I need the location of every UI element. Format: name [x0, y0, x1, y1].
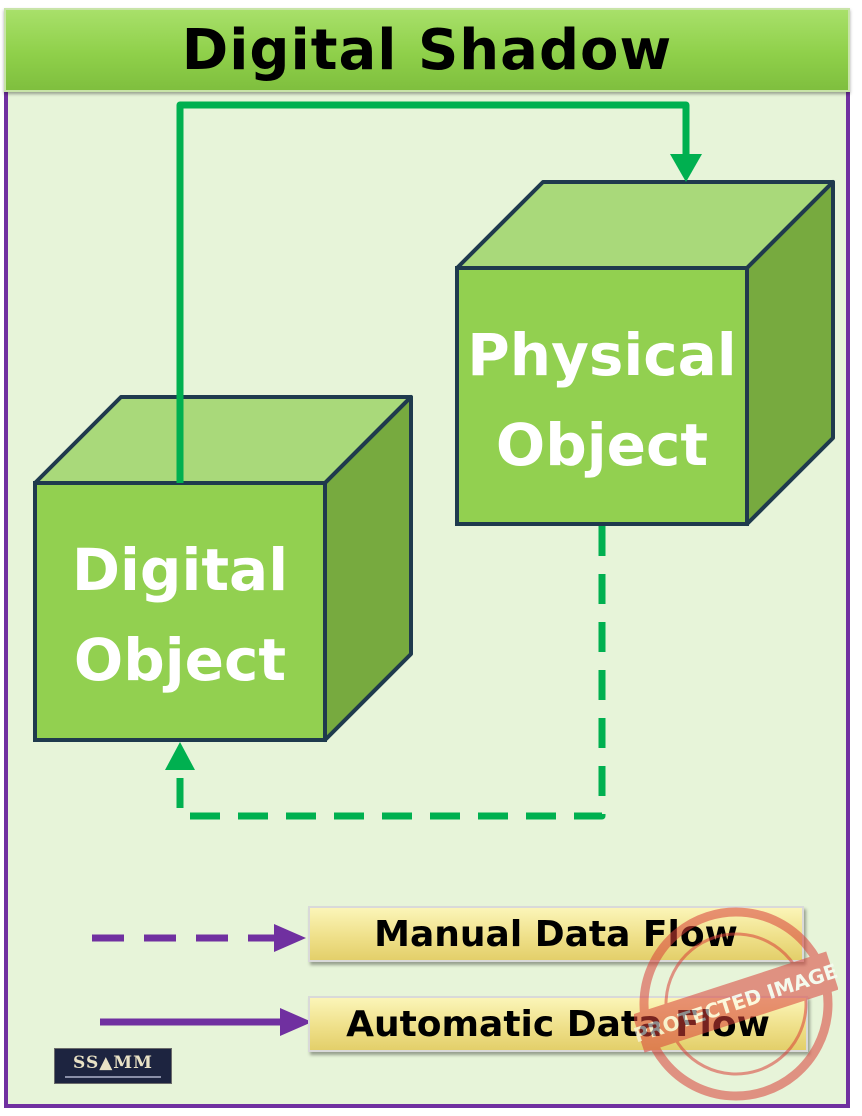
digital-object-cube: Digital Object — [33, 395, 413, 742]
ssamm-logo: SS▲MM — [54, 1048, 172, 1084]
legend-automatic-arrow — [100, 1008, 312, 1036]
manual-flow-arrow — [165, 526, 606, 820]
legend-manual-arrowhead — [274, 924, 306, 952]
digital-object-label-line2: Object — [74, 626, 286, 694]
automatic-flow-arrowhead — [670, 154, 702, 182]
digital-object-label-line1: Digital — [72, 536, 288, 604]
physical-object-cube: Physical Object — [455, 180, 835, 526]
automatic-flow-arrow — [176, 101, 702, 483]
watermark-stamp: PROTECTED IMAGE — [634, 907, 838, 1101]
physical-object-cube-front — [455, 266, 749, 526]
logo-text: SS▲MM — [73, 1053, 153, 1073]
physical-object-label-line2: Object — [496, 411, 708, 479]
digital-object-cube-front — [33, 481, 327, 742]
diagram-title: Digital Shadow — [181, 17, 673, 83]
title-banner: Digital Shadow — [4, 8, 850, 92]
manual-flow-line — [176, 526, 606, 820]
automatic-flow-line — [176, 101, 690, 483]
watermark-band — [634, 951, 838, 1053]
legend-automatic-arrowhead — [280, 1008, 312, 1036]
physical-object-label-line1: Physical — [467, 321, 736, 389]
manual-flow-arrowhead — [165, 742, 195, 770]
logo-underline — [65, 1076, 161, 1078]
legend-manual-arrow — [92, 924, 306, 952]
